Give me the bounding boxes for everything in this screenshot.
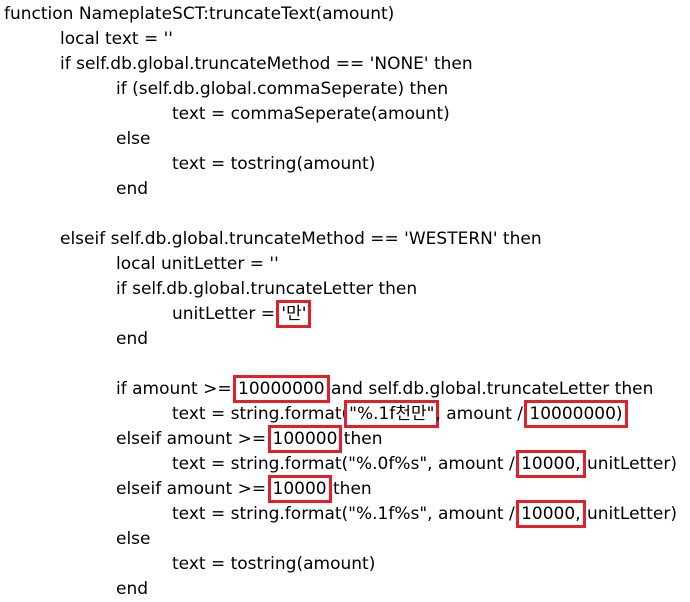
code-line: if self.db.global.truncateLetter then <box>116 279 418 299</box>
highlight-box: '만' <box>276 300 312 328</box>
code-line: end <box>116 329 149 349</box>
code-line: text = string.format("%.0f%s", amount / … <box>172 450 677 478</box>
code-line: end <box>116 179 149 199</box>
highlight-box: 10000 <box>267 475 332 503</box>
highlight-box: 10000, <box>516 500 586 528</box>
highlight-box: 10000000 <box>233 375 330 403</box>
code-line: text = tostring(amount) <box>172 554 376 574</box>
code-line: elseif self.db.global.truncateMethod == … <box>60 229 542 249</box>
code-line: else <box>116 529 151 549</box>
code-line: local text = '' <box>60 29 173 49</box>
code-line: elseif amount >= 100000 then <box>116 425 383 453</box>
code-line: text = string.format("%.1f천만", amount / … <box>172 400 628 428</box>
code-line: if (self.db.global.commaSeperate) then <box>116 79 449 99</box>
highlight-box: 10000, <box>516 450 586 478</box>
code-line: elseif amount >= 10000 then <box>116 475 372 503</box>
code-line: else <box>116 129 151 149</box>
code-line: text = string.format("%.1f%s", amount / … <box>172 500 677 528</box>
code-line: text = commaSeperate(amount) <box>172 104 450 124</box>
code-line: function NameplateSCT:truncateText(amoun… <box>4 4 395 24</box>
code-line: if self.db.global.truncateMethod == 'NON… <box>60 54 473 74</box>
code-line: if amount >= 10000000 and self.db.global… <box>116 375 654 403</box>
code-line: text = tostring(amount) <box>172 154 376 174</box>
code-line: end <box>116 579 149 599</box>
code-line: unitLetter = '만' <box>172 300 312 328</box>
code-line: local unitLetter = '' <box>116 254 279 274</box>
highlight-box: "%.1f천만" <box>344 400 440 428</box>
highlight-box: 100000 <box>267 425 343 453</box>
highlight-box: 10000000) <box>524 400 628 428</box>
